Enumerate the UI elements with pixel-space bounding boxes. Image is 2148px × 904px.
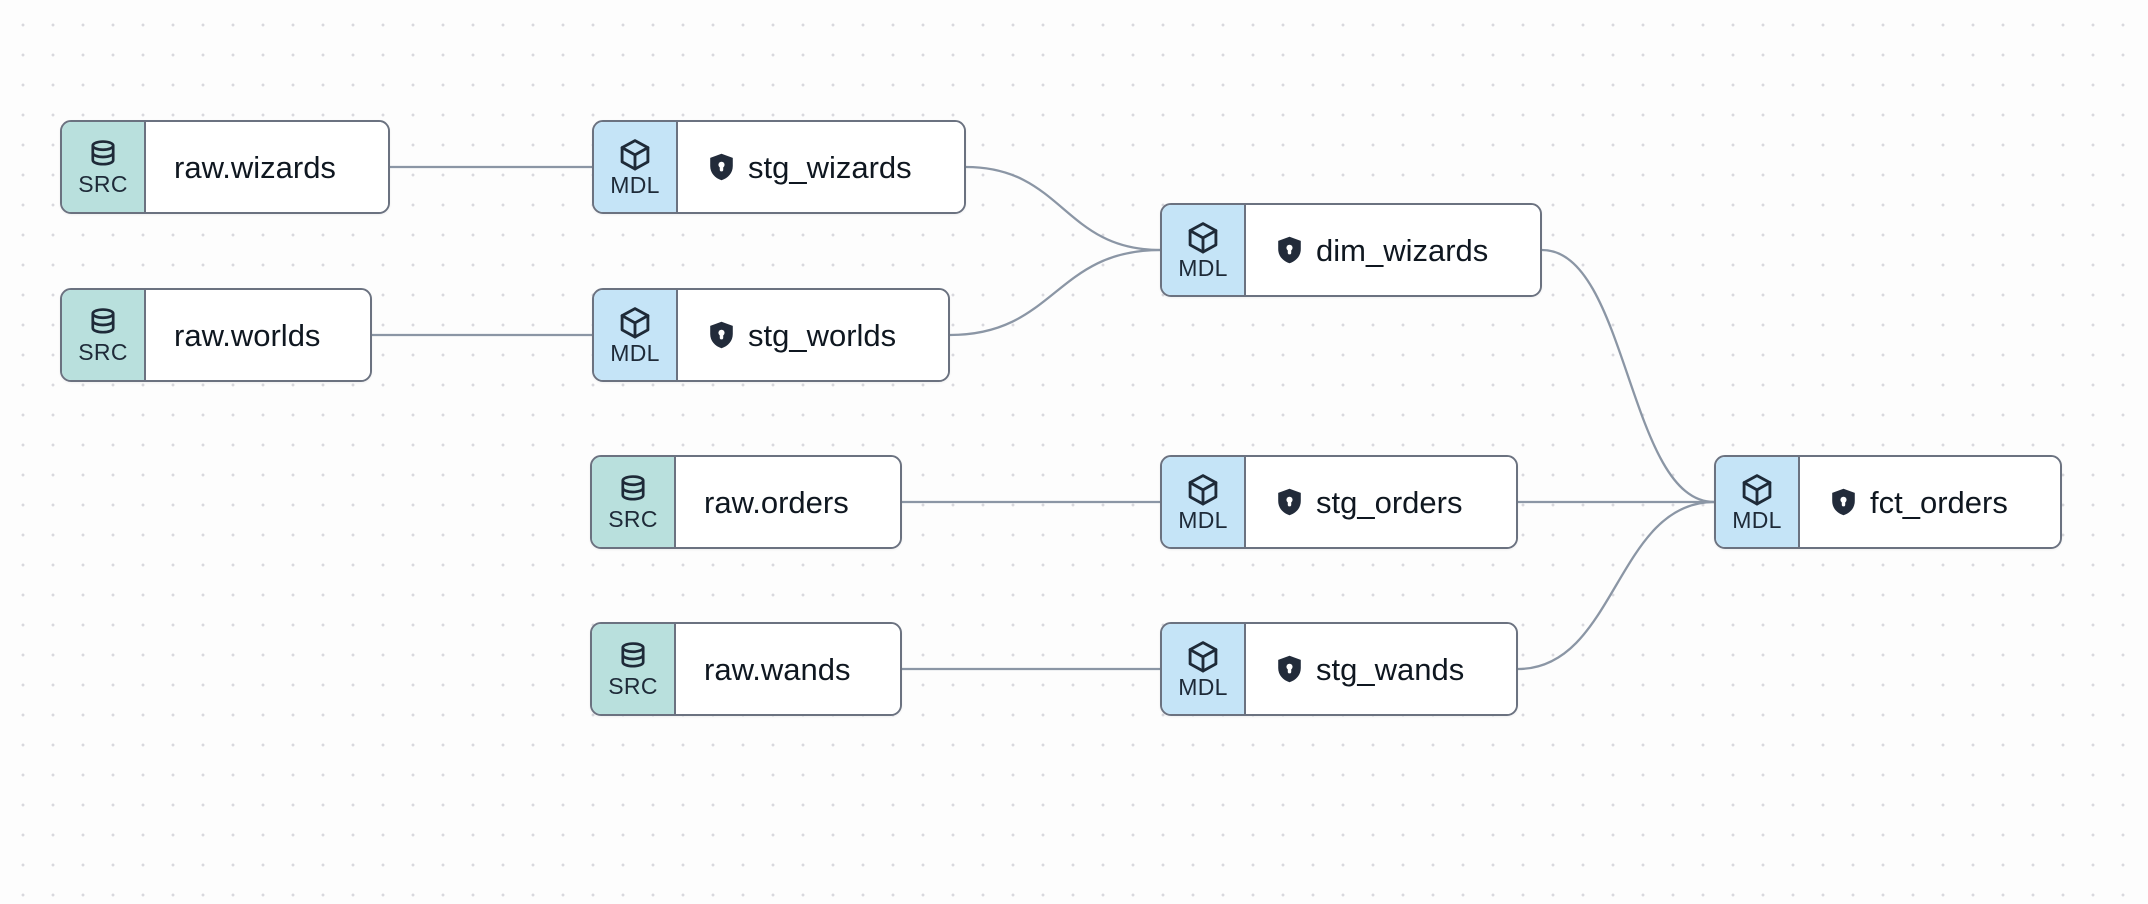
lineage-edge[interactable] <box>1540 248 1716 504</box>
node-type-label: MDL <box>610 172 660 198</box>
node-label: raw.worlds <box>174 317 321 353</box>
node-label: dim_wizards <box>1316 232 1489 268</box>
node-type-badge: MDL <box>594 290 678 380</box>
database-icon <box>86 306 120 340</box>
cube-icon <box>617 305 653 341</box>
cube-icon <box>1185 220 1221 256</box>
cube-icon <box>1739 472 1775 508</box>
lock-shield-icon <box>1276 235 1303 265</box>
lineage-node-stg-wizards[interactable]: MDL stg_wizards <box>592 120 966 214</box>
lineage-node-fct-orders[interactable]: MDL fct_orders <box>1714 455 2062 549</box>
node-label: raw.wands <box>704 651 851 687</box>
node-type-label: SRC <box>78 171 128 197</box>
lineage-node-stg-worlds[interactable]: MDL stg_worlds <box>592 288 950 382</box>
node-body: stg_worlds <box>678 290 948 380</box>
database-icon <box>616 473 650 507</box>
node-type-badge: MDL <box>594 122 678 212</box>
lock-shield-icon <box>1830 487 1857 517</box>
node-type-badge: SRC <box>592 457 676 547</box>
cube-icon <box>1185 472 1221 508</box>
node-label: stg_orders <box>1316 484 1463 520</box>
lineage-node-raw-wands[interactable]: SRC raw.wands <box>590 622 902 716</box>
node-label: raw.orders <box>704 484 849 520</box>
node-body: stg_wizards <box>678 122 964 212</box>
lineage-edge[interactable] <box>948 248 1162 337</box>
node-label: stg_wizards <box>748 149 912 185</box>
lineage-node-stg-orders[interactable]: MDL stg_orders <box>1160 455 1518 549</box>
node-body: dim_wizards <box>1246 205 1540 295</box>
lineage-edge[interactable] <box>1516 500 1716 671</box>
node-body: fct_orders <box>1800 457 2060 547</box>
node-type-label: MDL <box>1178 507 1228 533</box>
node-type-badge: MDL <box>1162 624 1246 714</box>
node-type-label: MDL <box>1732 507 1782 533</box>
node-body: raw.worlds <box>146 290 370 380</box>
lock-shield-icon <box>708 320 735 350</box>
node-type-label: MDL <box>1178 674 1228 700</box>
lineage-edge[interactable] <box>964 165 1162 252</box>
node-type-badge: SRC <box>592 624 676 714</box>
node-type-badge: MDL <box>1716 457 1800 547</box>
lineage-node-raw-orders[interactable]: SRC raw.orders <box>590 455 902 549</box>
cube-icon <box>1185 639 1221 675</box>
node-type-badge: SRC <box>62 122 146 212</box>
node-label: stg_wands <box>1316 651 1465 687</box>
node-label: stg_worlds <box>748 317 897 353</box>
node-type-badge: MDL <box>1162 205 1246 295</box>
lineage-node-stg-wands[interactable]: MDL stg_wands <box>1160 622 1518 716</box>
node-type-label: MDL <box>610 340 660 366</box>
node-label: raw.wizards <box>174 149 336 185</box>
node-body: raw.wands <box>676 624 900 714</box>
lock-shield-icon <box>1276 654 1303 684</box>
lock-shield-icon <box>708 152 735 182</box>
database-icon <box>86 138 120 172</box>
node-body: raw.wizards <box>146 122 388 212</box>
node-type-label: SRC <box>78 339 128 365</box>
node-body: stg_orders <box>1246 457 1516 547</box>
lineage-node-dim-wizards[interactable]: MDL dim_wizards <box>1160 203 1542 297</box>
node-body: raw.orders <box>676 457 900 547</box>
node-type-badge: SRC <box>62 290 146 380</box>
node-body: stg_wands <box>1246 624 1516 714</box>
node-type-label: SRC <box>608 673 658 699</box>
lineage-node-raw-worlds[interactable]: SRC raw.worlds <box>60 288 372 382</box>
node-label: fct_orders <box>1870 484 2008 520</box>
database-icon <box>616 640 650 674</box>
node-type-label: MDL <box>1178 255 1228 281</box>
node-type-badge: MDL <box>1162 457 1246 547</box>
lineage-node-raw-wizards[interactable]: SRC raw.wizards <box>60 120 390 214</box>
node-type-label: SRC <box>608 506 658 532</box>
lock-shield-icon <box>1276 487 1303 517</box>
cube-icon <box>617 137 653 173</box>
